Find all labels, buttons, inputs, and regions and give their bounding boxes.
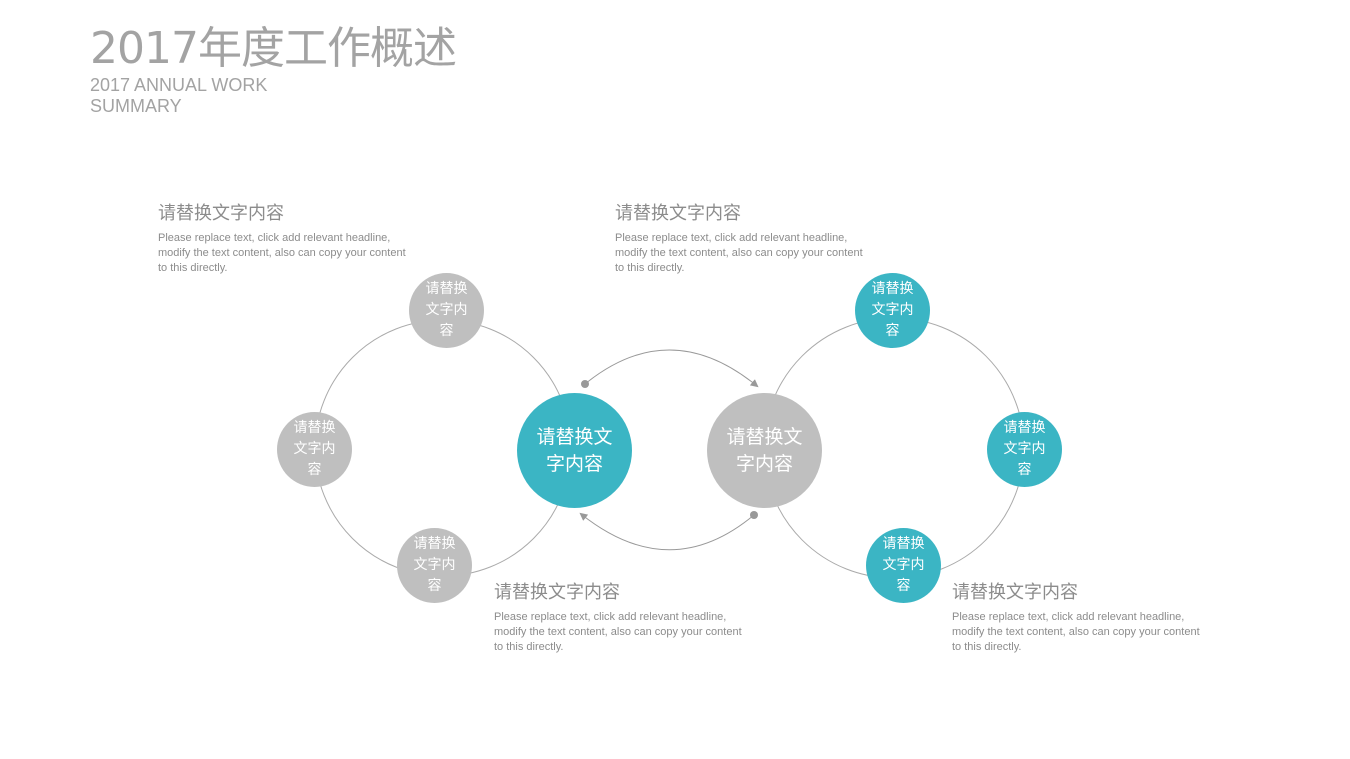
- text-block-body: Please replace text, click add relevant …: [952, 611, 1200, 653]
- text-block-heading: 请替换文字内容: [952, 582, 1078, 603]
- page-title: 2017年度工作概述: [90, 23, 457, 74]
- text-block-body: Please replace text, click add relevant …: [494, 611, 742, 653]
- text-block-heading: 请替换文字内容: [158, 203, 284, 224]
- right-center-node: 请替换文字内容: [707, 393, 822, 508]
- right-node-top: 请替换文字内容: [855, 273, 930, 348]
- page-subtitle: 2017 ANNUAL WORK SUMMARY: [90, 75, 268, 116]
- top-arrow-arc: [584, 349, 759, 388]
- right-node-right: 请替换文字内容: [987, 412, 1062, 487]
- text-block-body: Please replace text, click add relevant …: [158, 232, 406, 274]
- text-block-1: 请替换文字内容 Please replace text, click add r…: [158, 199, 408, 276]
- left-center-node: 请替换文字内容: [517, 393, 632, 508]
- left-node-bottom: 请替换文字内容: [397, 528, 472, 603]
- right-node-bottom: 请替换文字内容: [866, 528, 941, 603]
- left-node-top: 请替换文字内容: [409, 273, 484, 348]
- text-block-4: 请替换文字内容 Please replace text, click add r…: [952, 578, 1202, 655]
- text-block-body: Please replace text, click add relevant …: [615, 232, 863, 274]
- text-block-heading: 请替换文字内容: [615, 203, 741, 224]
- left-node-left: 请替换文字内容: [277, 412, 352, 487]
- text-block-heading: 请替换文字内容: [494, 582, 620, 603]
- bottom-arc-dot: [750, 511, 758, 519]
- bottom-arrow-arc: [579, 512, 755, 551]
- text-block-3: 请替换文字内容 Please replace text, click add r…: [494, 578, 744, 655]
- top-arc-dot: [581, 380, 589, 388]
- text-block-2: 请替换文字内容 Please replace text, click add r…: [615, 199, 865, 276]
